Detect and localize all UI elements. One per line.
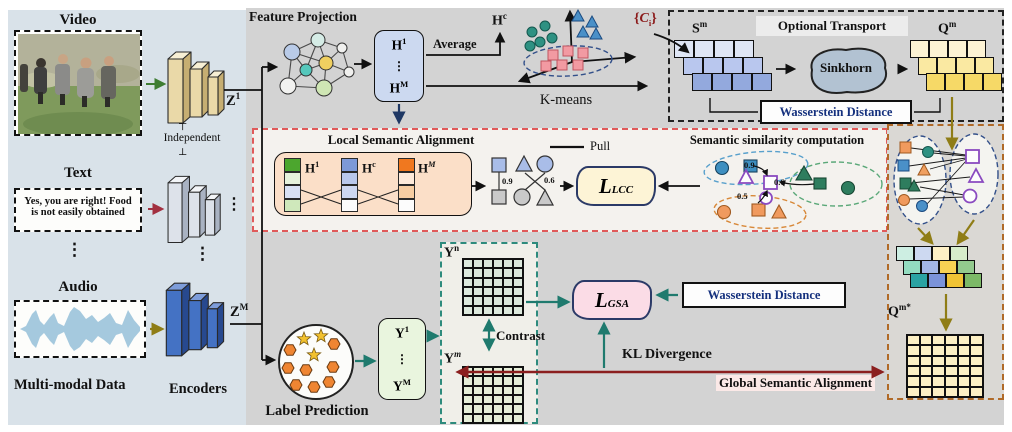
y-predictions-box: Y1 ⋮ YM <box>378 318 426 400</box>
kmeans-label: K-means <box>539 92 593 108</box>
yn-grid-label: Yn <box>444 243 460 261</box>
video-title: Video <box>59 12 97 28</box>
pair-similarity-1: 0.9 <box>502 176 513 186</box>
audio-title: Audio <box>58 279 98 295</box>
ym-grid <box>462 366 524 424</box>
sm-matrix-stack <box>674 40 772 91</box>
refined-matrix-stack <box>896 246 982 289</box>
z1-label: Z1 <box>226 92 241 109</box>
label-prediction-title: Label Prediction <box>265 403 369 419</box>
sinkhorn-label: Sinkhorn <box>819 60 873 75</box>
text-sample-box: Yes, you are right! Food is not easily o… <box>14 188 142 232</box>
encoders-label: Encoders <box>169 381 227 397</box>
lsa-feature-box <box>274 152 472 216</box>
audio-waveform <box>20 307 140 351</box>
h1-label: H1 <box>391 36 407 53</box>
sinkhorn-blob <box>810 47 888 94</box>
multimodal-data-label: Multi-modal Data <box>14 377 126 393</box>
video-image <box>18 34 140 134</box>
zm-label: ZM <box>230 303 249 320</box>
audio-encoder <box>165 282 225 357</box>
lsa-col-hc <box>341 158 358 212</box>
video-encoder <box>167 51 225 124</box>
sim-value-green: 0.6 <box>774 177 785 187</box>
average-label: Average <box>433 37 477 51</box>
h-dots: ⋮ <box>393 58 405 73</box>
global-alignment-label: Global Semantic Alignment <box>716 375 876 391</box>
projection-graph-icon <box>279 32 355 97</box>
lsa-h1-label: H1 <box>305 160 320 176</box>
semantic-similarity-title: Semantic similarity computation <box>689 133 865 147</box>
text-title: Text <box>64 165 92 181</box>
sim-value-orange: 0.5 <box>737 191 748 201</box>
wasserstein-distance-bottom-box: Wasserstein Distance <box>682 282 846 308</box>
similarity-clusters <box>703 150 883 229</box>
text-sample-line2: is not easily obtained <box>31 207 125 218</box>
text-encoder <box>167 175 221 244</box>
contrast-label: Contrast <box>496 328 546 343</box>
clusters-label: {Ci} <box>634 11 657 28</box>
pull-label: Pull <box>590 139 611 153</box>
label-prediction-circle <box>278 324 354 400</box>
llcc-label: L <box>598 173 612 198</box>
independence-bottom-tick-icon: ⊥ <box>178 147 188 158</box>
lsa-hm-label: HM <box>418 160 436 176</box>
text-sample-line1: Yes, you are right! Food <box>24 196 132 207</box>
independent-label: Independent <box>163 132 221 144</box>
orange-sim-cluster <box>716 203 787 220</box>
pink-cluster <box>540 45 589 72</box>
wasserstein-distance-top-box: Wasserstein Distance <box>760 100 912 124</box>
qm-star-label: Qm* <box>888 302 911 320</box>
independence-top-tick-icon: ⊤ <box>178 122 188 133</box>
lsa-hc-label: Hc <box>362 160 376 176</box>
green-sim-cluster <box>795 164 856 196</box>
y1-label: Y1 <box>394 324 410 341</box>
h-features-box: H1 ⋮ HM <box>374 30 424 102</box>
sm-label: Sm <box>692 19 708 37</box>
qm-label: Qm <box>938 19 957 37</box>
hm-label: HM <box>389 78 409 96</box>
y-dots: ⋮ <box>396 351 408 366</box>
encoder-right-ellipsis: ⋮ <box>226 196 242 213</box>
pair-similarity-2: 0.6 <box>544 175 555 185</box>
local-alignment-title: Local Semantic Alignment <box>327 132 475 147</box>
qm-star-grid <box>906 334 984 398</box>
qm-matrix-stack <box>910 40 1002 91</box>
lsa-col-hm <box>398 158 415 212</box>
lgsa-label: L <box>594 287 608 312</box>
kmeans-plot <box>517 8 637 84</box>
prototype-shapes <box>737 168 778 205</box>
optimal-transport-title: Optional Transport <box>756 16 908 36</box>
feature-projection-title: Feature Projection <box>249 9 357 24</box>
yn-grid <box>462 258 524 316</box>
encoder-ellipsis: ⋮ <box>194 244 211 263</box>
audio-waveform-box <box>14 300 146 358</box>
blue-cluster <box>571 8 603 40</box>
sim-value-blue: 0.9 <box>744 160 755 170</box>
pair-shapes <box>491 154 554 206</box>
ym-label: YM <box>393 376 411 394</box>
hc-label: Hc <box>492 11 507 29</box>
teal-cluster <box>524 20 558 52</box>
kl-divergence-label: KL Divergence <box>622 347 712 362</box>
video-frame <box>14 30 142 136</box>
lsa-col-h1 <box>284 158 301 212</box>
ym-grid-label: Ym <box>444 349 462 367</box>
prototype-matching-graph <box>893 133 999 225</box>
modality-ellipsis: ⋮ <box>66 240 83 259</box>
blue-sim-cluster <box>714 159 758 176</box>
